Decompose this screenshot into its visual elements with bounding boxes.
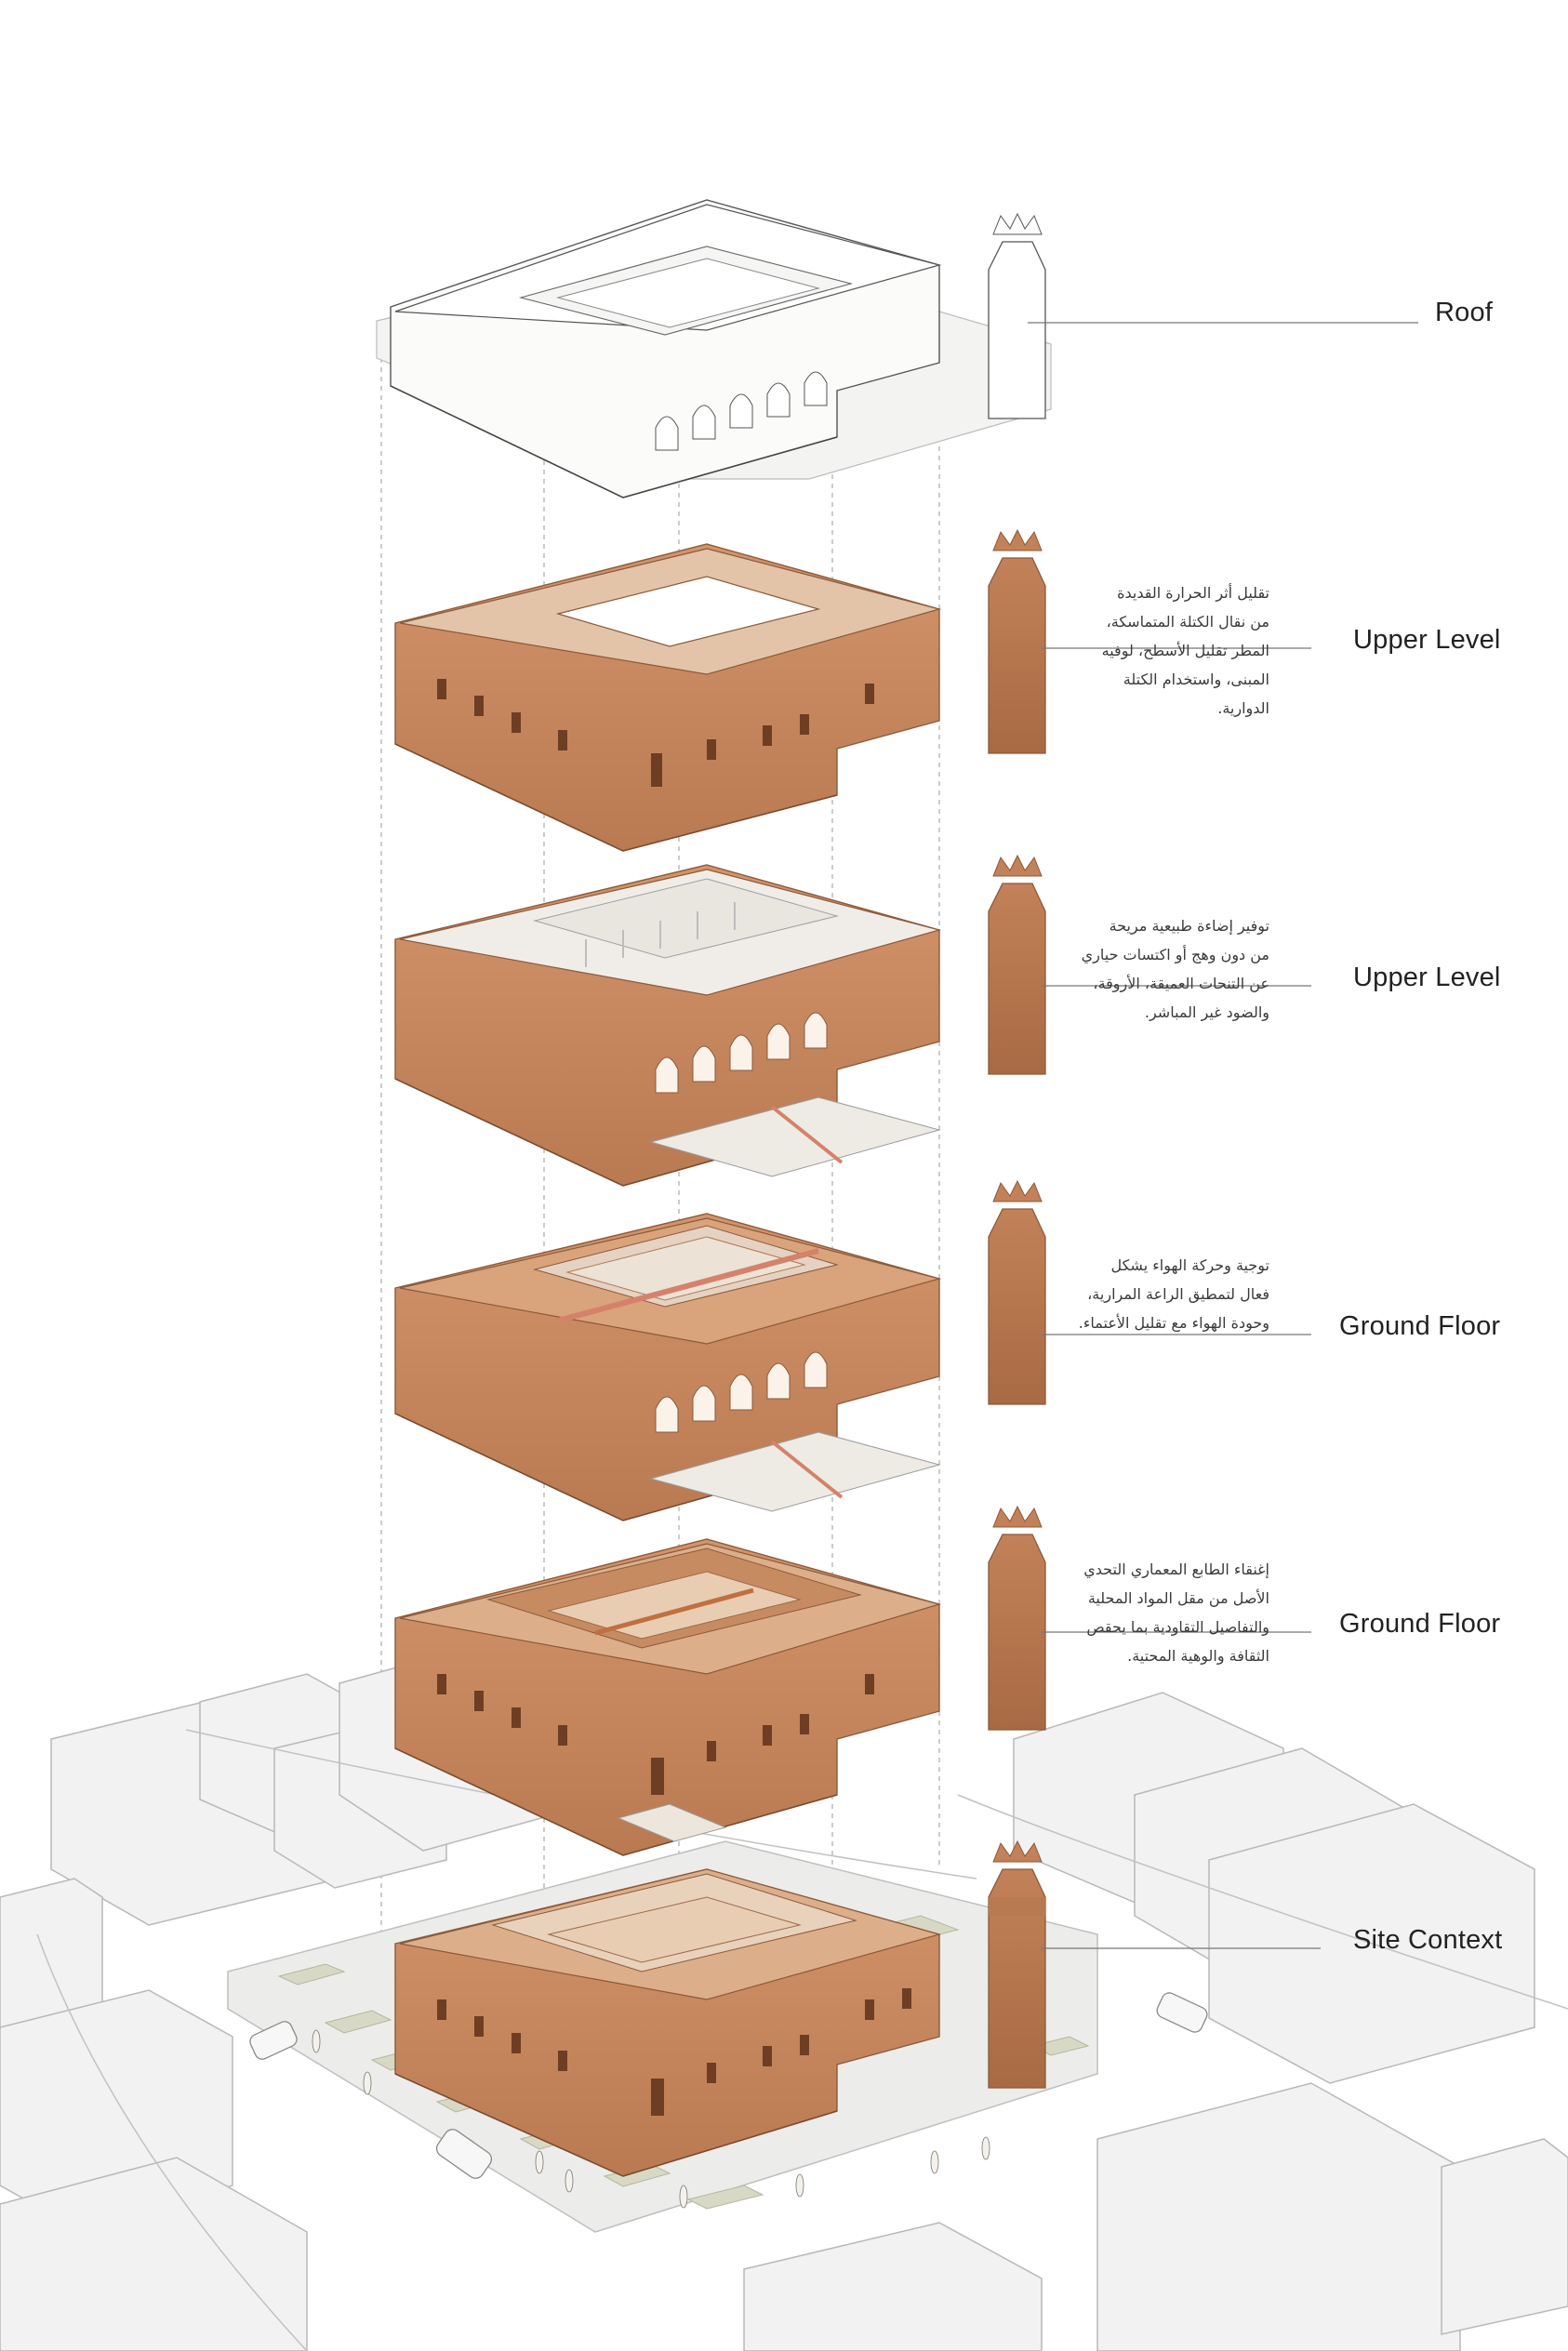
note-line: المطر تقليل الأسطح، لوفيه (1101, 642, 1269, 659)
upper-level-2-label: Upper Level (1353, 963, 1501, 992)
note-line: فعال لتمطيق الراعة المرارية، (1087, 1285, 1269, 1303)
site-context-layer (0, 1645, 1568, 2351)
ground-floor-2-layer (394, 1505, 1046, 1856)
note-line: والضود غير المباشر. (1144, 1003, 1269, 1021)
upper-level-1-minaret (988, 528, 1046, 754)
upper-level-1-label: Upper Level (1353, 625, 1501, 655)
upper-level-2-layer (394, 854, 1046, 1187)
note-line: توفير إضاءة طبيعية مريحة (1109, 917, 1269, 935)
note-line: من دون وهج أو اكتسات حياري (1081, 946, 1269, 963)
ground-floor-2-minaret (988, 1505, 1046, 1731)
upper-level-1-note: تقليل أثر الحرارة القديدة من نقال الكتلة… (1056, 578, 1269, 723)
note-line: تقليل أثر الحرارة القديدة (1117, 584, 1269, 602)
note-line: المبنى، واستخدام الكتلة (1123, 671, 1269, 688)
upper-level-1-layer (394, 528, 1046, 852)
surrounding-buildings (0, 1645, 1568, 2351)
note-line: الأصل من مقل المواد المحلية (1087, 1589, 1269, 1607)
site-building (394, 1868, 942, 2177)
site-minaret (988, 1840, 1046, 2089)
cars (249, 1992, 1208, 2179)
site-context-label: Site Context (1353, 1925, 1503, 1955)
roof-layer (376, 199, 1052, 498)
roof-label: Roof (1435, 298, 1494, 327)
note-line: عن التنحات العميقة، الأروقة، (1093, 975, 1269, 992)
ground-floor-1-layer (394, 1179, 1046, 1521)
note-line: من نقال الكتلة المتماسكة، (1106, 613, 1269, 631)
note-line: إغنقاء الطابع المعماري التحدي (1083, 1561, 1269, 1578)
note-line: والتفاصيل التقاودية بما يحقص (1086, 1618, 1269, 1636)
ground-floor-1-minaret (988, 1179, 1046, 1405)
ground-floor-1-note: توجية وحركة الهواء يشكل فعال لتمطيق الرا… (1056, 1251, 1269, 1337)
ground-floor-2-label: Ground Floor (1339, 1609, 1501, 1639)
ground-floor-2-note: إغنقاء الطابع المعماري التحدي الأصل من م… (1056, 1555, 1269, 1670)
roof-minaret (988, 212, 1046, 419)
people (312, 2029, 990, 2209)
upper-level-2-note: توفير إضاءة طبيعية مريحة من دون وهج أو ا… (1056, 911, 1269, 1027)
note-line: وحودة الهواء مع تقليل الأعتماء. (1078, 1314, 1269, 1332)
note-line: توجية وحركة الهواء يشكل (1110, 1256, 1269, 1274)
note-line: الدوارية. (1217, 699, 1269, 717)
upper-level-2-minaret (988, 854, 1046, 1075)
note-line: الثقافة والوهية المحتية. (1127, 1647, 1269, 1665)
leader-lines (1028, 322, 1418, 1949)
ground-floor-1-label: Ground Floor (1339, 1311, 1501, 1341)
